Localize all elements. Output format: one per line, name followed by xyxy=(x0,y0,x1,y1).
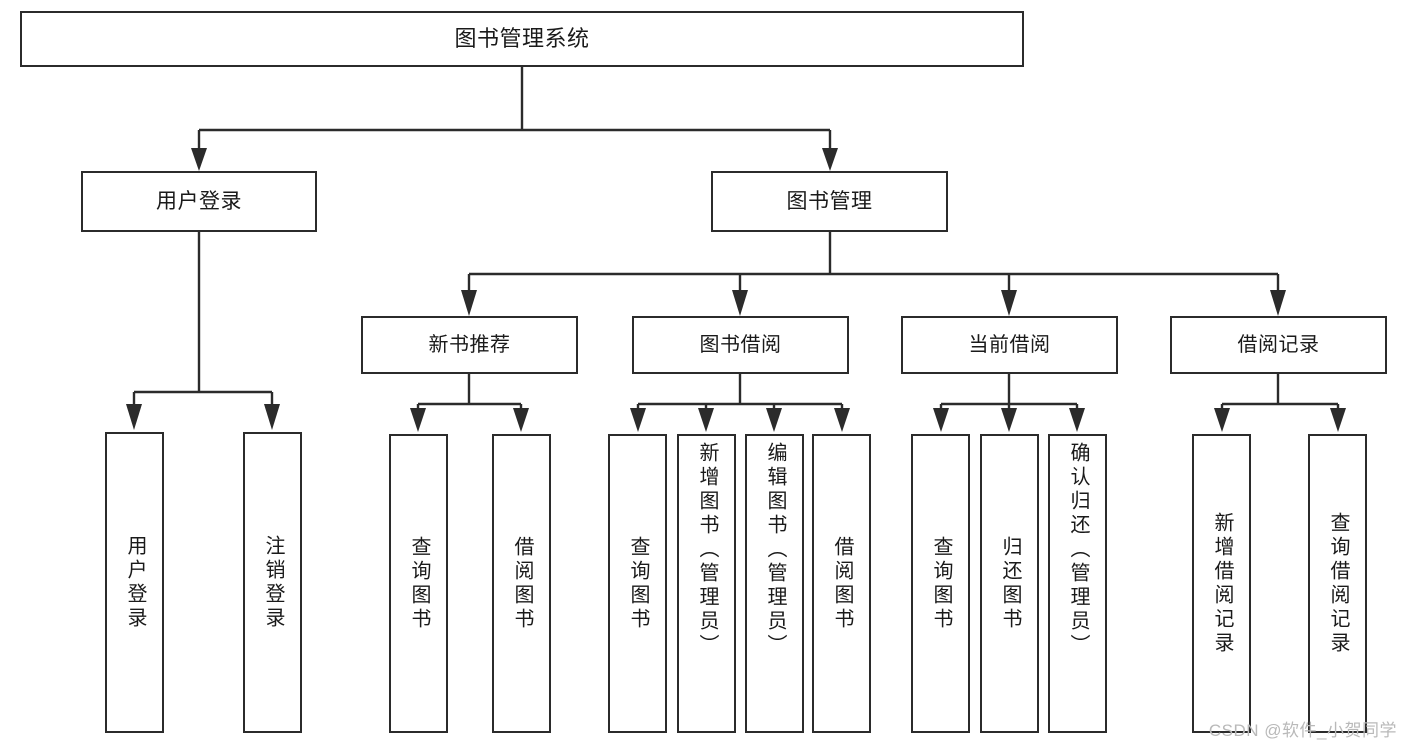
node-borrow-record-label: 借阅记录 xyxy=(1237,334,1320,356)
node-book-manage-label: 图书管理 xyxy=(786,189,873,213)
node-new-book-rec-label: 新书推荐 xyxy=(428,334,511,356)
arrowhead-new-book-rec xyxy=(461,290,477,316)
node-leaf-cur-confirm[interactable]: 确认归还（管理员） xyxy=(1048,434,1107,733)
node-user-login[interactable]: 用户登录 xyxy=(81,171,317,232)
node-leaf-cur-return-label: 归还图书 xyxy=(999,535,1021,632)
node-book-manage[interactable]: 图书管理 xyxy=(711,171,948,232)
node-leaf-rec-borrow[interactable]: 借阅图书 xyxy=(492,434,551,733)
arrowhead-leaf-cur-query xyxy=(933,408,949,432)
arrowhead-leaf-borrow-do xyxy=(834,408,850,432)
node-leaf-user-logout[interactable]: 注销登录 xyxy=(243,432,302,733)
arrowhead-leaf-rec-query xyxy=(410,408,426,432)
node-root-label: 图书管理系统 xyxy=(454,25,590,51)
node-leaf-cur-query-label: 查询图书 xyxy=(930,535,952,632)
arrowhead-leaf-rec-query-log xyxy=(1330,408,1346,432)
node-book-borrow-label: 图书借阅 xyxy=(699,334,782,356)
node-leaf-rec-query[interactable]: 查询图书 xyxy=(389,434,448,733)
arrowhead-leaf-rec-add xyxy=(1214,408,1230,432)
arrowhead-leaf-borrow-query xyxy=(630,408,646,432)
node-leaf-rec-add[interactable]: 新增借阅记录 xyxy=(1192,434,1251,733)
node-leaf-rec-add-label: 新增借阅记录 xyxy=(1211,511,1233,656)
node-new-book-rec[interactable]: 新书推荐 xyxy=(361,316,578,374)
node-leaf-cur-confirm-label: 确认归还（管理员） xyxy=(1067,442,1089,658)
node-leaf-cur-query[interactable]: 查询图书 xyxy=(911,434,970,733)
node-leaf-borrow-query-label: 查询图书 xyxy=(627,535,649,632)
node-leaf-borrow-query[interactable]: 查询图书 xyxy=(608,434,667,733)
node-leaf-rec-query-log-label: 查询借阅记录 xyxy=(1327,511,1349,656)
arrowhead-leaf-cur-return xyxy=(1001,408,1017,432)
arrowhead-leaf-borrow-edit xyxy=(766,408,782,432)
node-borrow-record[interactable]: 借阅记录 xyxy=(1170,316,1387,374)
arrowhead-leaf-rec-borrow xyxy=(513,408,529,432)
arrowhead-leaf-user-login xyxy=(126,404,142,430)
node-book-borrow[interactable]: 图书借阅 xyxy=(632,316,849,374)
node-leaf-rec-query-label: 查询图书 xyxy=(408,535,430,632)
arrowhead-leaf-user-logout xyxy=(264,404,280,430)
arrowhead-current-borrow xyxy=(1001,290,1017,316)
arrowhead-borrow-record xyxy=(1270,290,1286,316)
node-leaf-user-login[interactable]: 用户登录 xyxy=(105,432,164,733)
node-leaf-cur-return[interactable]: 归还图书 xyxy=(980,434,1039,733)
node-leaf-rec-query-log[interactable]: 查询借阅记录 xyxy=(1308,434,1367,733)
node-leaf-borrow-edit[interactable]: 编辑图书（管理员） xyxy=(745,434,804,733)
node-user-login-label: 用户登录 xyxy=(156,189,242,213)
node-root[interactable]: 图书管理系统 xyxy=(20,11,1024,67)
node-leaf-borrow-do-label: 借阅图书 xyxy=(831,535,853,632)
node-leaf-borrow-do[interactable]: 借阅图书 xyxy=(812,434,871,733)
node-leaf-borrow-add[interactable]: 新增图书（管理员） xyxy=(677,434,736,733)
arrowhead-leaf-borrow-add xyxy=(698,408,714,432)
arrowhead-book-manage xyxy=(822,148,838,171)
csdn-watermark: CSDN @软件_小贺同学 xyxy=(1208,721,1397,740)
arrowhead-book-borrow xyxy=(732,290,748,316)
node-leaf-borrow-add-label: 新增图书（管理员） xyxy=(696,442,718,658)
node-leaf-user-logout-label: 注销登录 xyxy=(262,534,284,631)
node-leaf-user-login-label: 用户登录 xyxy=(124,534,146,631)
node-leaf-borrow-edit-label: 编辑图书（管理员） xyxy=(764,442,786,658)
node-current-borrow-label: 当前借阅 xyxy=(968,334,1051,356)
arrowhead-user-login xyxy=(191,148,207,171)
arrowhead-leaf-cur-confirm xyxy=(1069,408,1085,432)
node-current-borrow[interactable]: 当前借阅 xyxy=(901,316,1118,374)
node-leaf-rec-borrow-label: 借阅图书 xyxy=(511,535,533,632)
